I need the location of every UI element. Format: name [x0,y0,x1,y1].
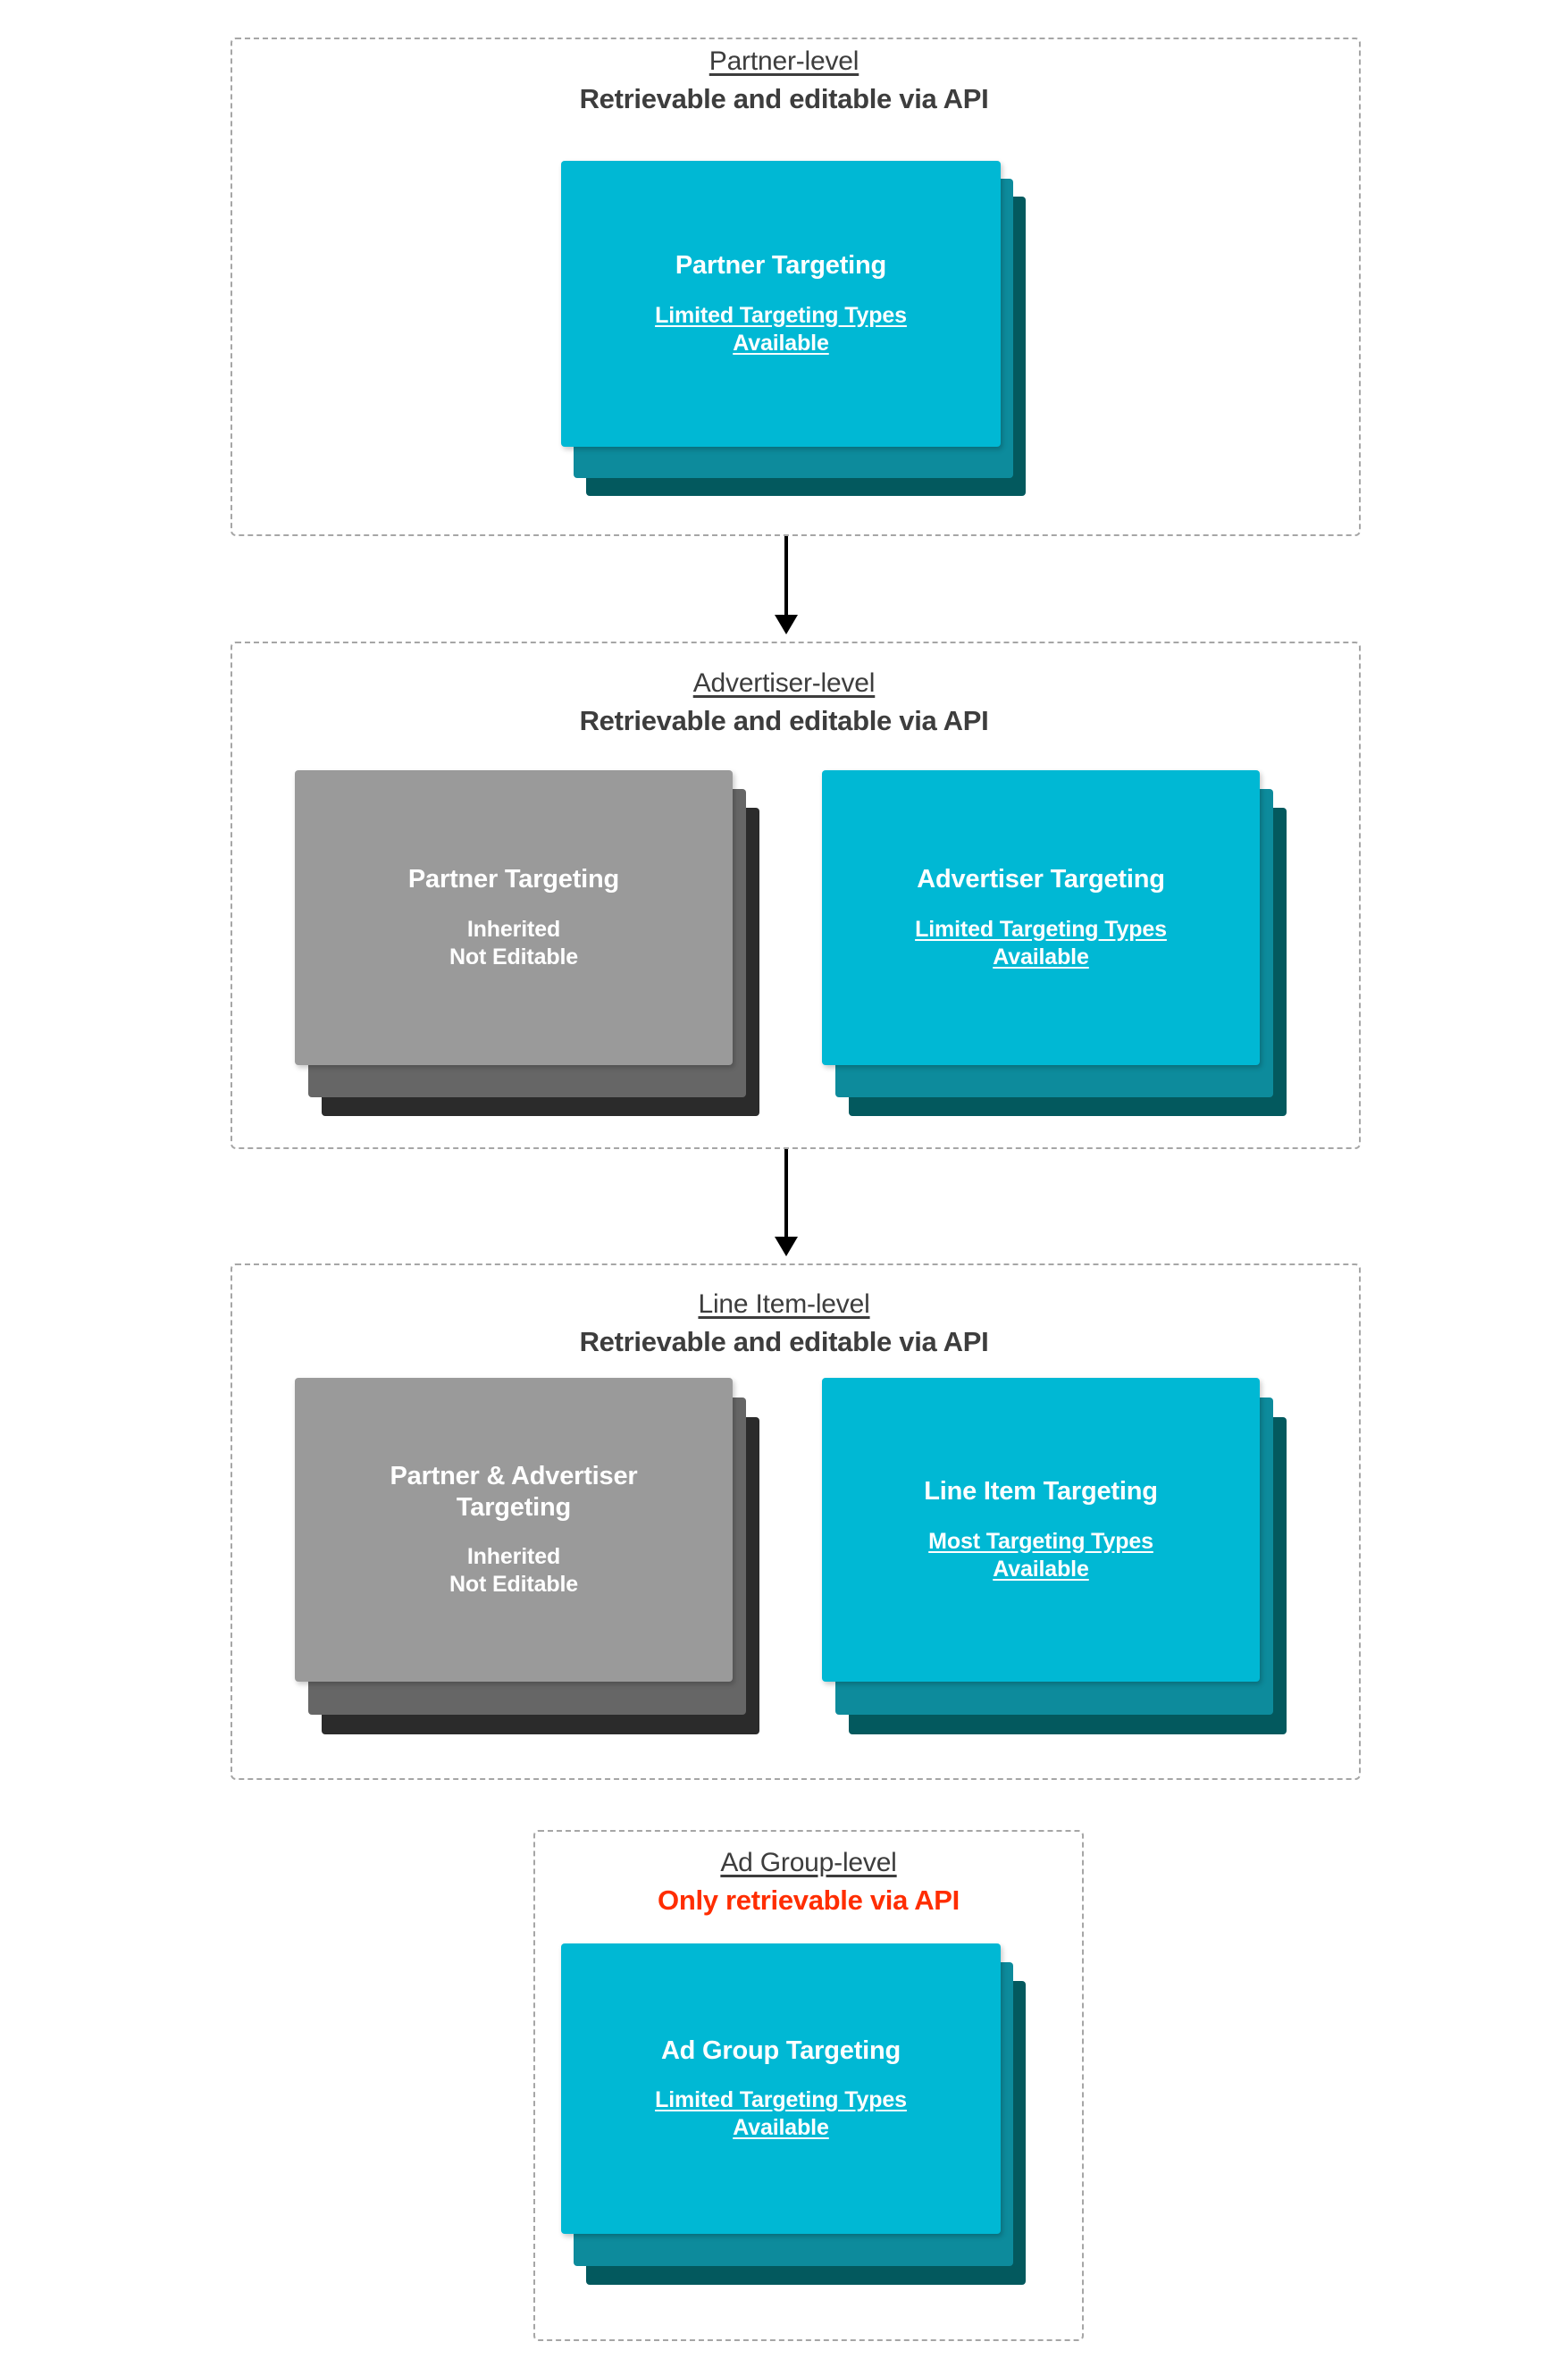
card-title: Line Item Targeting [924,1477,1158,1507]
card-subtitle-line-2: Available [733,2115,829,2141]
card-title-line-2: Targeting [456,1493,572,1522]
arrow-head [775,1237,798,1256]
card-partner-targeting[interactable]: Partner Targeting Limited Targeting Type… [561,161,1001,447]
card-subtitle: Limited Targeting Types Available [641,2086,921,2142]
partner-level-container [231,38,1361,536]
card-subtitle-line-2: Available [993,944,1089,969]
arrow-advertiser-to-line-item [750,1149,822,1256]
inherited-partner-advertiser-targeting-card-stack: Partner & Advertiser Targeting Inherited… [295,1378,759,1744]
card-subtitle-line-2: Not Editable [449,944,579,969]
arrow-head [775,615,798,634]
card-title: Partner Targeting [407,865,620,894]
card-title: Advertiser Targeting [917,865,1165,894]
advertiser-targeting-card-stack: Advertiser Targeting Limited Targeting T… [822,770,1287,1123]
card-subtitle-line-1: Inherited [466,916,561,942]
card-subtitle-line-2: Available [993,1556,1089,1582]
card-subtitle: Inherited Not Editable [435,916,592,971]
card-subtitle-line-1: Most Targeting Types [928,1528,1153,1554]
line-item-targeting-card-stack: Line Item Targeting Most Targeting Types… [822,1378,1287,1744]
card-subtitle: Limited Targeting Types Available [901,916,1181,971]
card-subtitle-line-2: Available [733,330,829,356]
card-inherited-partner-advertiser-targeting[interactable]: Partner & Advertiser Targeting Inherited… [295,1378,733,1682]
card-subtitle-line-1: Limited Targeting Types [655,302,907,328]
card-ad-group-targeting[interactable]: Ad Group Targeting Limited Targeting Typ… [561,1943,1001,2234]
line-item-level-container [231,1263,1361,1780]
card-subtitle-line-2: Not Editable [449,1572,579,1598]
card-subtitle-line-1: Limited Targeting Types [655,2087,907,2113]
card-line-item-targeting[interactable]: Line Item Targeting Most Targeting Types… [822,1378,1260,1682]
arrow-shaft [784,536,788,617]
card-subtitle: Most Targeting Types Available [914,1528,1168,1583]
ad-group-level-container [533,1830,1084,2341]
card-inherited-partner-targeting[interactable]: Partner Targeting Inherited Not Editable [295,770,733,1065]
inherited-partner-targeting-card-stack: Partner Targeting Inherited Not Editable [295,770,759,1123]
partner-targeting-card-stack: Partner Targeting Limited Targeting Type… [561,161,1026,496]
arrow-shaft [784,1149,788,1238]
card-subtitle: Inherited Not Editable [435,1543,592,1599]
card-title-line-1: Partner & Advertiser [390,1461,638,1490]
card-advertiser-targeting[interactable]: Advertiser Targeting Limited Targeting T… [822,770,1260,1065]
card-subtitle-line-1: Limited Targeting Types [915,916,1167,942]
ad-group-targeting-card-stack: Ad Group Targeting Limited Targeting Typ… [561,1943,1026,2292]
advertiser-level-container [231,642,1361,1149]
card-title: Partner Targeting [675,251,887,281]
card-title: Partner & Advertiser Targeting [374,1461,654,1524]
card-subtitle: Limited Targeting Types Available [641,302,921,357]
arrow-partner-to-advertiser [750,536,822,634]
card-subtitle-line-1: Inherited [466,1544,561,1570]
card-title: Ad Group Targeting [660,2035,901,2065]
